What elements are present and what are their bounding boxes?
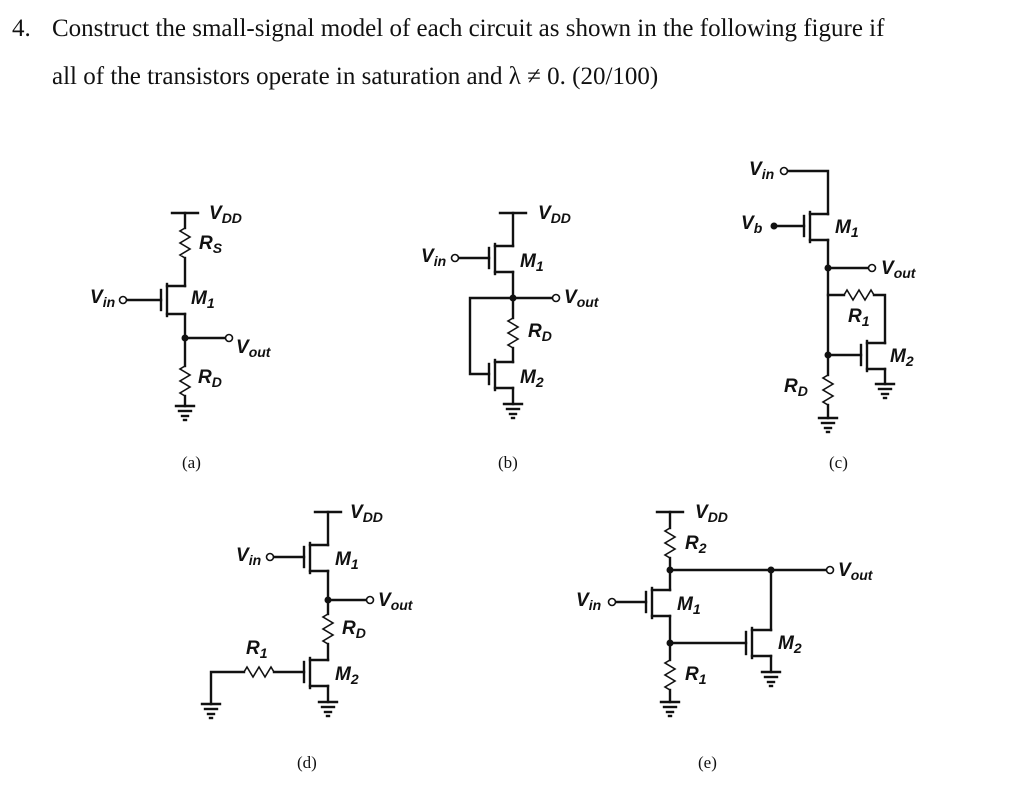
circuit-e [607, 510, 835, 718]
circuit-label: Vin [576, 590, 601, 613]
circuit-label: RD [784, 376, 808, 399]
circuit-label: VDD [695, 502, 728, 525]
vin-terminal [118, 295, 128, 305]
question-number: 4. [12, 15, 31, 42]
vout-terminal [224, 333, 234, 343]
circuit-label: M2 [778, 633, 802, 656]
circuit-label: Vout [838, 560, 874, 583]
circuit-label: Vb [741, 213, 763, 236]
caption-a: (a) [182, 453, 201, 472]
circuit-label: R1 [246, 638, 268, 661]
resistor-rs [178, 227, 192, 259]
label-rd: RD [198, 367, 222, 390]
circuit-label: RD [528, 321, 552, 344]
circuit-label: M2 [890, 346, 914, 369]
caption-e: (e) [698, 753, 717, 772]
circuit-label: M2 [520, 367, 544, 390]
question-line-1: Construct the small-signal model of each… [52, 15, 885, 42]
resistor-rd [178, 365, 192, 397]
label-vdd: VDD [209, 203, 242, 226]
circuit-label: R2 [685, 533, 707, 556]
caption-c: (c) [829, 453, 848, 472]
label-m1: M1 [191, 288, 215, 311]
label-vin: Vin [90, 287, 115, 310]
circuit-label: Vout [378, 590, 414, 613]
circuit-label: Vin [236, 545, 261, 568]
label-vout: Vout [236, 337, 272, 360]
circuit-b [450, 211, 561, 420]
circuit-label: RD [342, 618, 366, 641]
circuit-label: Vout [881, 258, 917, 281]
circuit-label: Vin [749, 159, 774, 182]
circuit-label: Vout [564, 287, 600, 310]
circuit-label: M1 [335, 549, 359, 572]
circuit-label: VDD [350, 502, 383, 525]
circuit-label: M1 [677, 594, 701, 617]
caption-d: (d) [297, 753, 317, 772]
circuit-label: VDD [538, 203, 571, 226]
circuit-label: M1 [520, 251, 544, 274]
caption-b: (b) [498, 453, 518, 472]
circuit-a [118, 211, 234, 422]
circuit-label: R1 [848, 306, 870, 329]
circuit-label: R1 [685, 664, 707, 687]
circuit-label: M1 [835, 217, 859, 240]
label-rs: RS [199, 233, 223, 256]
circuit-c [770, 166, 896, 434]
circuit-label: Vin [421, 246, 446, 269]
circuit-d [200, 510, 375, 720]
question-line-2: all of the transistors operate in satura… [52, 63, 659, 90]
circuit-label: M2 [335, 664, 359, 687]
